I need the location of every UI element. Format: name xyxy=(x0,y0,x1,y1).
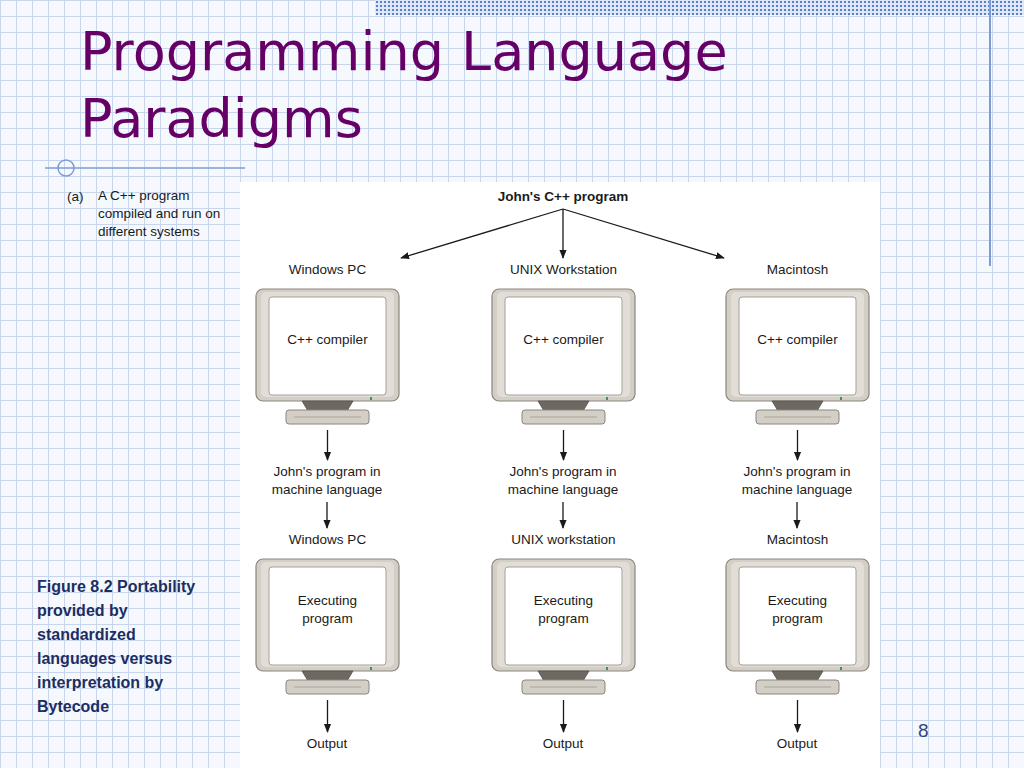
bezel-inner xyxy=(497,292,630,397)
flow-arrow xyxy=(562,209,563,258)
part-description: A C++ program compiled and run on differ… xyxy=(98,187,240,241)
flow-arrow xyxy=(563,209,724,258)
base-groove xyxy=(764,417,831,418)
flow-arrow xyxy=(562,502,563,528)
computer-name: Windows PC xyxy=(244,261,411,279)
rule-circle xyxy=(58,160,74,176)
computer-node: UNIX WorkstationC++ compiler xyxy=(490,261,637,427)
part-letter: (a) xyxy=(67,188,97,206)
flow-arrow xyxy=(327,430,328,460)
page-number: 8 xyxy=(918,722,948,740)
node-text: Output xyxy=(523,735,603,753)
right-margin-line xyxy=(989,0,991,266)
screen-text: Executing program xyxy=(742,561,853,659)
bezel-inner xyxy=(731,292,864,397)
power-led xyxy=(606,667,608,670)
text-node: John's program in machine language xyxy=(488,463,638,499)
top-dotted-band xyxy=(375,0,1024,15)
flow-arrow xyxy=(563,700,564,732)
node-text: John's program in machine language xyxy=(722,463,872,499)
monitor-illustration xyxy=(724,287,871,427)
monitor-illustration xyxy=(490,557,637,697)
text-node: Output xyxy=(757,735,837,753)
text-node: Output xyxy=(287,735,367,753)
screen-text: C++ compiler xyxy=(742,291,853,389)
monitor-illustration xyxy=(724,557,871,697)
computer-name: Windows PC xyxy=(244,531,411,549)
monitor-illustration xyxy=(254,557,401,697)
base-groove xyxy=(764,687,831,688)
node-text: John's C++ program xyxy=(488,188,638,206)
computer-name: Macintosh xyxy=(714,261,881,279)
power-led xyxy=(370,667,372,670)
text-node: John's program in machine language xyxy=(252,463,402,499)
computer-node: Windows PCExecuting program xyxy=(254,531,401,697)
flow-arrow xyxy=(797,430,798,460)
computer-node: UNIX workstationExecuting program xyxy=(490,531,637,697)
base-groove xyxy=(530,417,597,418)
monitor-bezel xyxy=(726,289,869,401)
flow-arrow xyxy=(796,502,797,528)
node-text: Output xyxy=(757,735,837,753)
flow-arrow xyxy=(563,430,564,460)
node-text: John's program in machine language xyxy=(252,463,402,499)
monitor-base xyxy=(756,410,839,424)
flow-arrow xyxy=(797,700,798,732)
title-rule xyxy=(0,150,260,186)
monitor-bezel xyxy=(256,289,399,401)
power-led xyxy=(840,667,842,670)
screen-text: Executing program xyxy=(508,561,619,659)
flow-arrow xyxy=(326,502,327,528)
computer-name: UNIX workstation xyxy=(480,531,647,549)
text-node: John's program in machine language xyxy=(722,463,872,499)
monitor-base xyxy=(522,410,605,424)
base-groove xyxy=(294,417,361,418)
monitor-bezel xyxy=(492,559,635,671)
monitor-bezel xyxy=(726,559,869,671)
monitor-base xyxy=(756,680,839,694)
monitor-illustration xyxy=(490,287,637,427)
computer-name: Macintosh xyxy=(714,531,881,549)
figure-caption: Figure 8.2 Portability provided by stand… xyxy=(37,575,217,719)
screen-text: Executing program xyxy=(272,561,383,659)
monitor-illustration xyxy=(254,287,401,427)
bezel-inner xyxy=(731,562,864,667)
monitor-bezel xyxy=(492,289,635,401)
power-led xyxy=(606,397,608,400)
bezel-inner xyxy=(497,562,630,667)
flow-arrow xyxy=(327,700,328,732)
base-groove xyxy=(530,687,597,688)
monitor-base xyxy=(522,680,605,694)
node-text: Output xyxy=(287,735,367,753)
computer-name: UNIX Workstation xyxy=(480,261,647,279)
slide-title: Programming Language Paradigms xyxy=(80,18,800,152)
rule-line xyxy=(45,167,245,169)
power-led xyxy=(840,397,842,400)
base-groove xyxy=(294,687,361,688)
screen-text: C++ compiler xyxy=(272,291,383,389)
text-node: Output xyxy=(523,735,603,753)
flow-arrow xyxy=(401,209,563,258)
screen-text: C++ compiler xyxy=(508,291,619,389)
bezel-inner xyxy=(261,562,394,667)
computer-node: MacintoshC++ compiler xyxy=(724,261,871,427)
computer-node: Windows PCC++ compiler xyxy=(254,261,401,427)
computer-node: MacintoshExecuting program xyxy=(724,531,871,697)
power-led xyxy=(370,397,372,400)
text-node: John's C++ program xyxy=(488,188,638,206)
monitor-bezel xyxy=(256,559,399,671)
monitor-base xyxy=(286,680,369,694)
node-text: John's program in machine language xyxy=(488,463,638,499)
monitor-base xyxy=(286,410,369,424)
bezel-inner xyxy=(261,292,394,397)
